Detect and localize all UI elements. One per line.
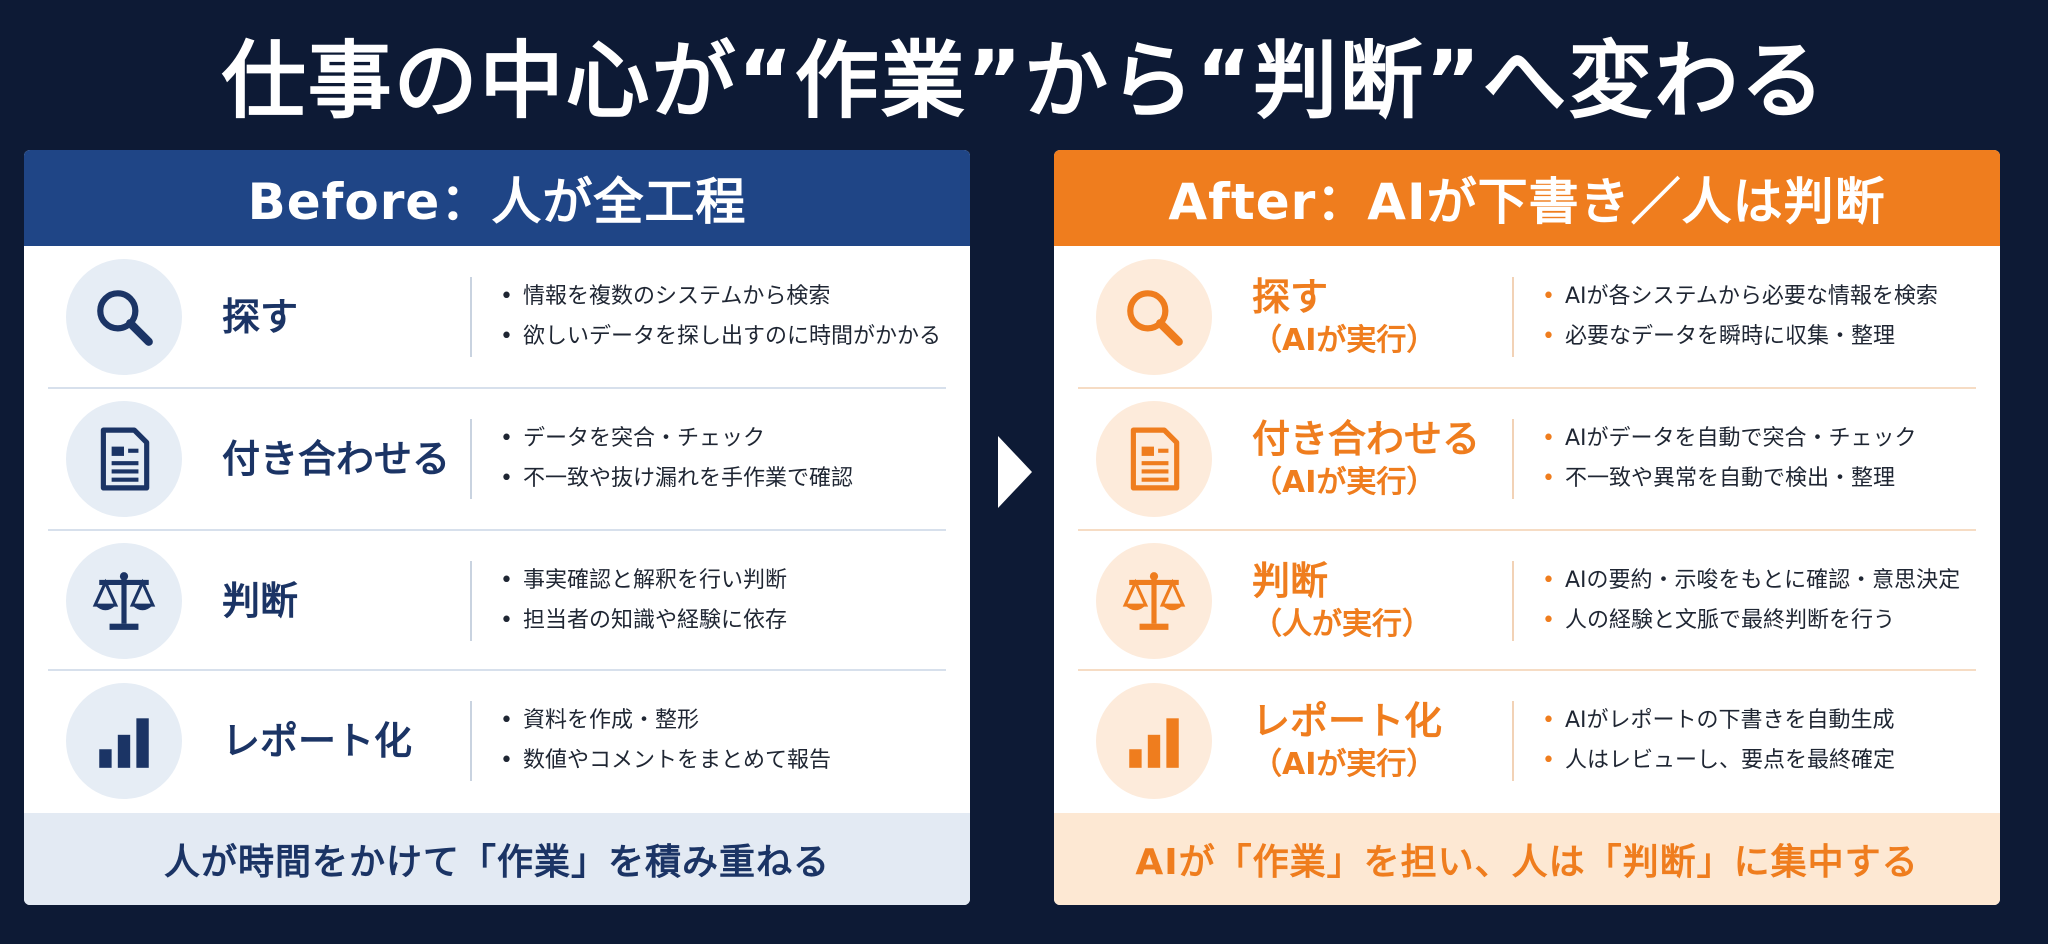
after-row-judge: 判断 （人が実行） AIの要約・示唆をもとに確認・意思決定 人の経験と文脈で最終… (1078, 530, 1976, 671)
row-divider (48, 669, 946, 671)
row-bullets: 情報を複数のシステムから検索 欲しいデータを探し出すのに時間がかかる (500, 277, 941, 357)
row-bullets: 事実確認と解釈を行い判断 担当者の知識や経験に依存 (500, 561, 787, 641)
before-panel-footer: 人が時間をかけて「作業」を積み重ねる (24, 813, 970, 905)
row-bullets: 資料を作成・整形 数値やコメントをまとめて報告 (500, 701, 831, 781)
document-icon (1096, 400, 1212, 517)
after-panel-footer: AIが「作業」を担い、人は「判断」に集中する (1054, 813, 2000, 905)
after-row-match: 付き合わせる （AIが実行） AIがデータを自動で突合・チェック 不一致や異常を… (1078, 388, 1976, 529)
row-sublabel: （AIが実行） (1252, 746, 1437, 782)
before-row-report: レポート化 資料を作成・整形 数値やコメントをまとめて報告 (48, 670, 946, 811)
document-icon (66, 400, 182, 517)
row-separator (1512, 560, 1514, 641)
page-title: 仕事の中心が“作業”から“判断”へ変わる (221, 32, 1827, 130)
before-rows: 探す 情報を複数のシステムから検索 欲しいデータを探し出すのに時間がかかる 付き… (24, 246, 970, 811)
bullet-item: 事実確認と解釈を行い判断 (500, 561, 787, 601)
row-separator (1512, 276, 1514, 357)
after-row-search: 探す （AIが実行） AIが各システムから必要な情報を検索 必要なデータを瞬時に… (1078, 246, 1976, 387)
row-label: 判断 (1252, 558, 1329, 603)
row-separator (470, 276, 472, 357)
before-row-match: 付き合わせる データを突合・チェック 不一致や抜け漏れを手作業で確認 (48, 388, 946, 529)
row-label: 付き合わせる (1252, 416, 1481, 461)
bullet-item: AIの要約・示唆をもとに確認・意思決定 (1542, 561, 1960, 601)
row-sublabel: （AIが実行） (1252, 464, 1437, 500)
bullet-item: 資料を作成・整形 (500, 701, 831, 741)
scale-icon (66, 542, 182, 659)
before-panel: Before：人が全工程 探す 情報を複数のシステムから検索 欲しいデータを探し… (24, 150, 970, 905)
row-label: レポート化 (1252, 698, 1443, 743)
bullet-item: 担当者の知識や経験に依存 (500, 601, 787, 641)
row-divider (1078, 529, 1976, 531)
row-label: 付き合わせる (222, 436, 451, 481)
before-row-search: 探す 情報を複数のシステムから検索 欲しいデータを探し出すのに時間がかかる (48, 246, 946, 387)
bullet-item: 不一致や抜け漏れを手作業で確認 (500, 459, 853, 499)
row-bullets: AIの要約・示唆をもとに確認・意思決定 人の経験と文脈で最終判断を行う (1542, 561, 1960, 641)
row-separator (470, 560, 472, 641)
row-bullets: データを突合・チェック 不一致や抜け漏れを手作業で確認 (500, 419, 853, 499)
bullet-item: データを突合・チェック (500, 419, 853, 459)
bullet-item: AIがレポートの下書きを自動生成 (1542, 701, 1895, 741)
scale-icon (1096, 542, 1212, 659)
row-separator (470, 418, 472, 499)
row-separator (1512, 700, 1514, 781)
row-label: 判断 (222, 578, 299, 623)
row-bullets: AIが各システムから必要な情報を検索 必要なデータを瞬時に収集・整理 (1542, 277, 1938, 357)
row-sublabel: （人が実行） (1252, 606, 1432, 642)
row-bullets: AIがレポートの下書きを自動生成 人はレビューし、要点を最終確定 (1542, 701, 1895, 781)
after-panel-header: After：AIが下書き／人は判断 (1054, 150, 2000, 246)
after-row-report: レポート化 （AIが実行） AIがレポートの下書きを自動生成 人はレビューし、要… (1078, 670, 1976, 811)
search-icon (66, 258, 182, 375)
row-separator (470, 700, 472, 781)
bullet-item: AIが各システムから必要な情報を検索 (1542, 277, 1938, 317)
bullet-item: 人はレビューし、要点を最終確定 (1542, 741, 1895, 781)
after-panel: After：AIが下書き／人は判断 探す （AIが実行） AIが各システムから必… (1054, 150, 2000, 905)
bullet-item: 数値やコメントをまとめて報告 (500, 741, 831, 781)
after-rows: 探す （AIが実行） AIが各システムから必要な情報を検索 必要なデータを瞬時に… (1054, 246, 2000, 811)
bar-chart-icon (1096, 682, 1212, 799)
bullet-item: 欲しいデータを探し出すのに時間がかかる (500, 317, 941, 357)
row-label: 探す (1252, 274, 1329, 319)
bar-chart-icon (66, 682, 182, 799)
before-panel-header: Before：人が全工程 (24, 150, 970, 246)
before-row-judge: 判断 事実確認と解釈を行い判断 担当者の知識や経験に依存 (48, 530, 946, 671)
row-divider (1078, 387, 1976, 389)
row-separator (1512, 418, 1514, 499)
bullet-item: 不一致や異常を自動で検出・整理 (1542, 459, 1917, 499)
bullet-item: 必要なデータを瞬時に収集・整理 (1542, 317, 1938, 357)
row-label: 探す (222, 294, 299, 339)
row-divider (48, 387, 946, 389)
bullet-item: 人の経験と文脈で最終判断を行う (1542, 601, 1960, 641)
arrow-right-icon (998, 436, 1032, 508)
row-sublabel: （AIが実行） (1252, 322, 1437, 358)
row-label: レポート化 (222, 718, 413, 763)
bullet-item: AIがデータを自動で突合・チェック (1542, 419, 1917, 459)
row-divider (48, 529, 946, 531)
row-divider (1078, 669, 1976, 671)
row-bullets: AIがデータを自動で突合・チェック 不一致や異常を自動で検出・整理 (1542, 419, 1917, 499)
bullet-item: 情報を複数のシステムから検索 (500, 277, 941, 317)
search-icon (1096, 258, 1212, 375)
